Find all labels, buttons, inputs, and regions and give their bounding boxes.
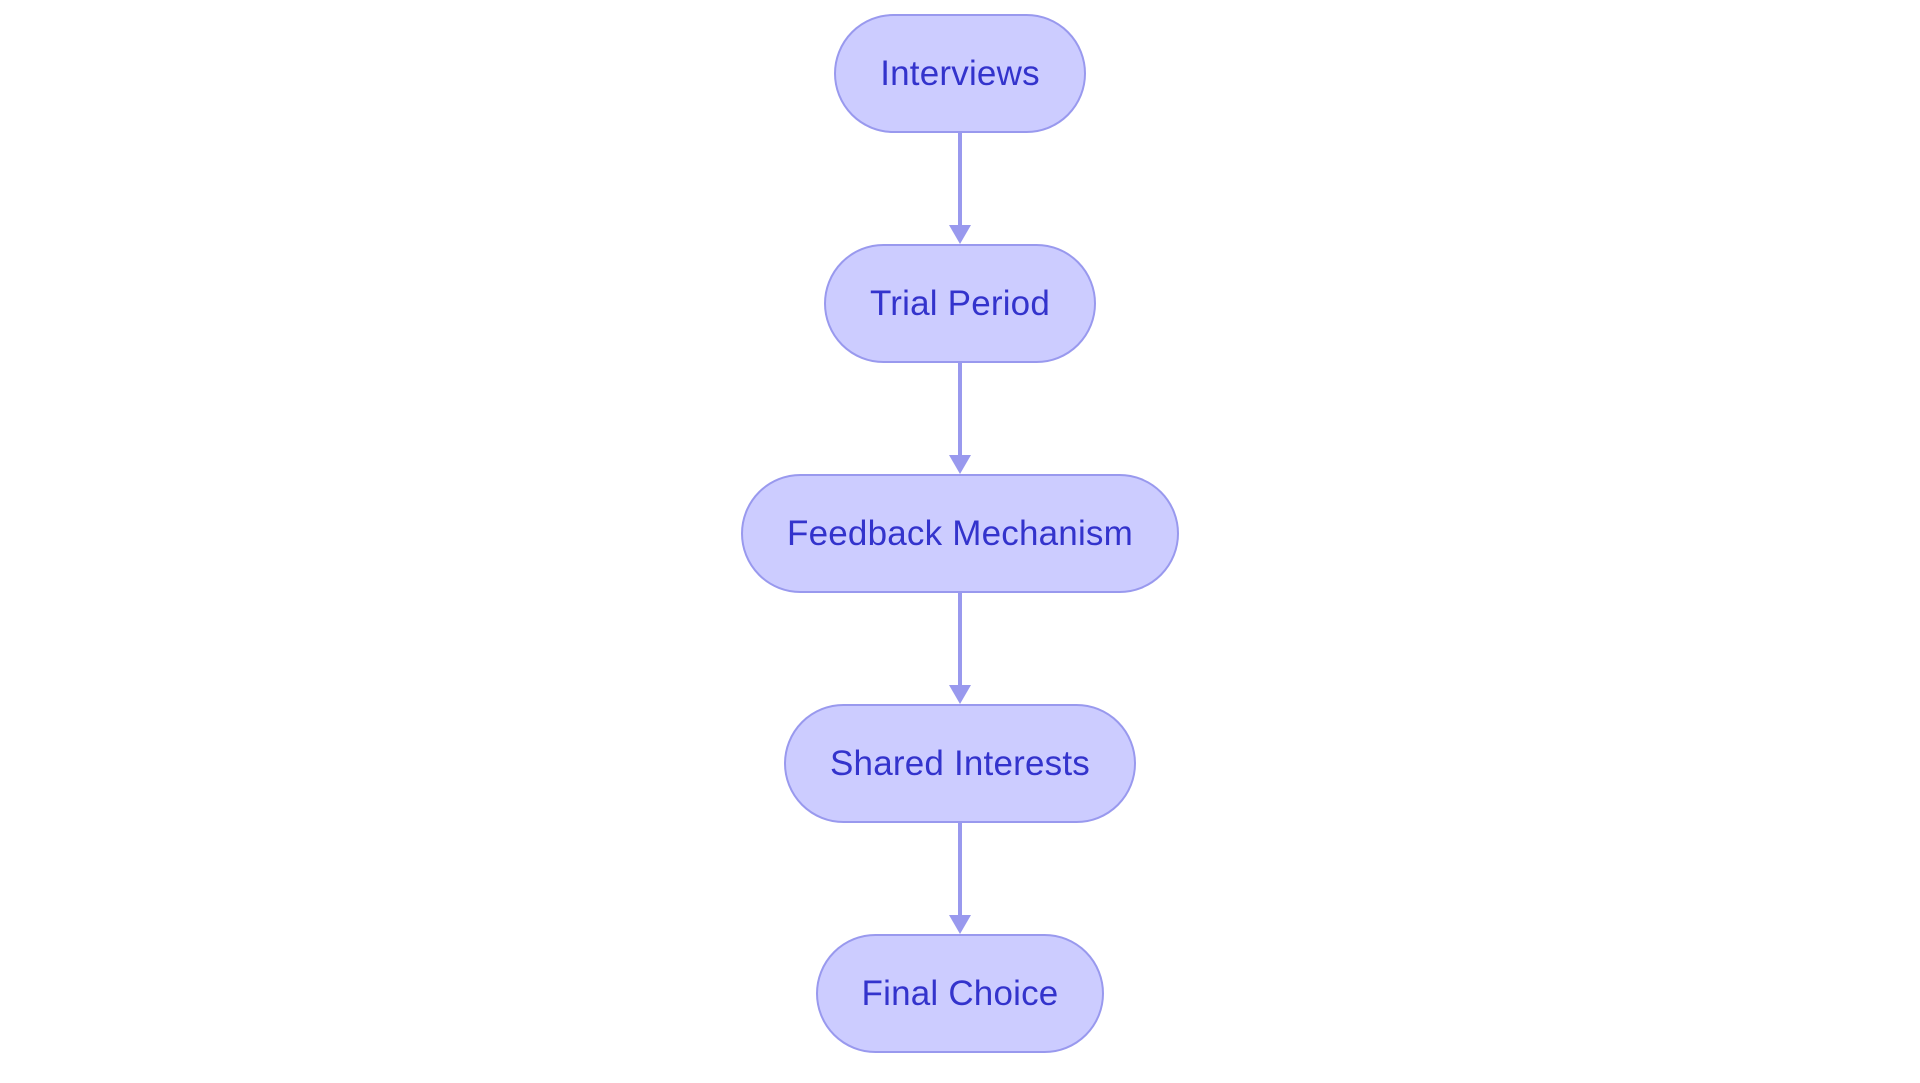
flow-node-label: Final Choice (861, 974, 1059, 1013)
flow-node-shared-interests[interactable]: Shared Interests (783, 704, 1136, 823)
flow-node-label: Interviews (880, 54, 1040, 93)
flow-edge-shared-interests-to-final-choice (948, 823, 972, 934)
flow-node-trial-period[interactable]: Trial Period (823, 244, 1097, 363)
flow-edge-trial-period-to-feedback-mechanism (948, 363, 972, 474)
flow-node-feedback-mechanism[interactable]: Feedback Mechanism (741, 474, 1179, 593)
flow-edge-feedback-mechanism-to-shared-interests (948, 593, 972, 704)
flow-node-final-choice[interactable]: Final Choice (815, 934, 1105, 1053)
flow-node-label: Trial Period (869, 284, 1051, 323)
edge-line (958, 593, 962, 687)
arrow-down-icon (949, 225, 971, 244)
edge-line (958, 823, 962, 917)
arrow-down-icon (949, 685, 971, 704)
arrow-down-icon (949, 455, 971, 474)
edge-line (958, 133, 962, 227)
flow-edge-interviews-to-trial-period (948, 133, 972, 244)
arrow-down-icon (949, 915, 971, 934)
flow-node-label: Shared Interests (829, 744, 1090, 783)
flow-node-label: Feedback Mechanism (787, 514, 1133, 553)
flow-node-interviews[interactable]: Interviews (834, 14, 1086, 133)
edge-line (958, 363, 962, 457)
